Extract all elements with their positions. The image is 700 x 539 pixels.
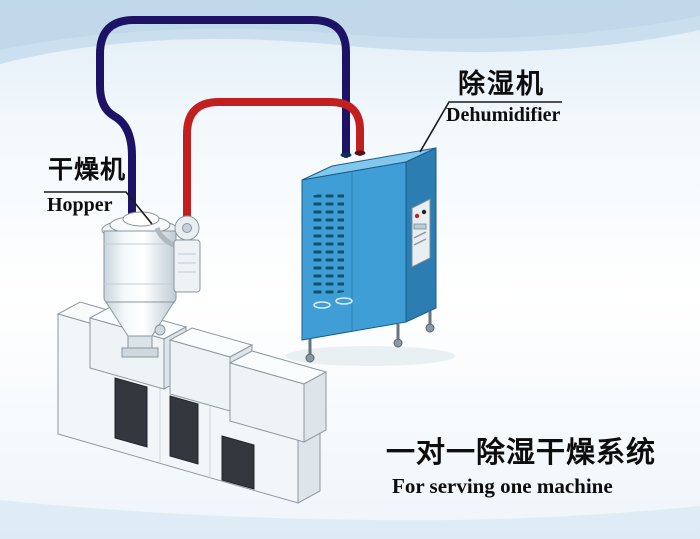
hopper-lid-dome — [122, 211, 160, 227]
caption-zh: 一对一除湿干燥系统 — [386, 437, 657, 469]
caster-wheel-3 — [425, 323, 435, 333]
caption-en: For serving one machine — [392, 474, 613, 498]
cabinet-shadow — [285, 346, 455, 366]
top-wave-2 — [0, 0, 700, 50]
bottom-wave — [0, 500, 700, 539]
leader-line-dehumidifier — [419, 101, 562, 153]
filter-canister — [173, 239, 201, 293]
label-dehumidifier-zh: 除湿机 — [458, 69, 545, 99]
hopper-mount — [121, 347, 159, 358]
label-hopper-zh: 干燥机 — [48, 156, 127, 184]
vent-grille — [310, 190, 344, 298]
extruder-machine — [56, 301, 328, 504]
hopper-dryer — [101, 211, 201, 358]
vent-oval-1 — [313, 301, 331, 309]
blower-fan-hub — [182, 223, 192, 233]
leader-lines — [44, 101, 562, 225]
base-door-panel-1 — [114, 377, 148, 448]
cabinet-casters — [305, 311, 435, 363]
panel-line-1 — [413, 231, 427, 239]
barrel2-end — [303, 371, 327, 443]
dry-air-pipe-red — [183, 98, 364, 220]
pipe-flange-red — [354, 150, 366, 156]
vent-oval-2 — [335, 297, 353, 305]
control-panel-plate — [411, 198, 431, 268]
label-dehumidifier-en: Dehumidifier — [446, 104, 561, 126]
hopper-valve-wheel — [154, 324, 166, 336]
return-air-pipe-navy — [96, 16, 350, 238]
dehumidifier-unit — [301, 147, 437, 363]
panel-red-button — [414, 213, 420, 219]
label-hopper-en: Hopper — [47, 194, 113, 216]
pipe-flange-navy — [340, 152, 352, 158]
panel-black-button — [421, 209, 427, 215]
panel-line-2 — [413, 238, 427, 246]
base-door-panel-2 — [169, 395, 199, 465]
leader-line-hopper — [44, 191, 153, 225]
panel-display — [413, 223, 427, 230]
control-panel — [411, 198, 431, 268]
caster-wheel-2 — [393, 338, 403, 348]
hopper-neck — [127, 335, 153, 349]
caster-wheel-1 — [305, 353, 315, 363]
base-door-panel-3 — [221, 435, 255, 490]
blower-filter-unit — [154, 215, 201, 293]
